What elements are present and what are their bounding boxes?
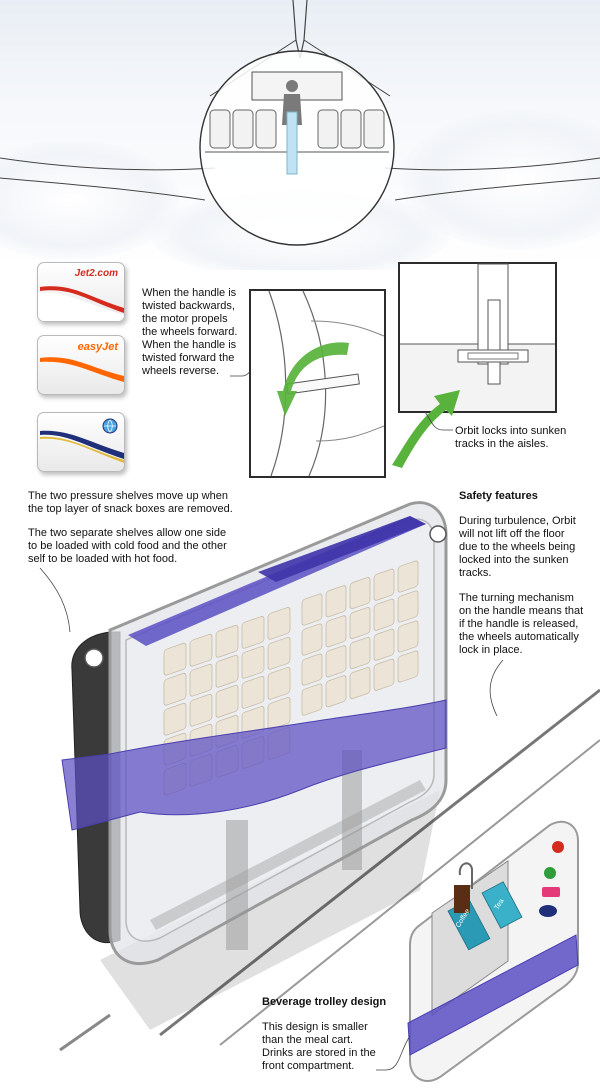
airline-card-third xyxy=(37,412,125,472)
orbit-callout-line xyxy=(424,411,453,431)
track-detail-panel xyxy=(398,262,557,413)
airline-card-jet2: Jet2.com xyxy=(37,262,125,322)
beverage-callout-line xyxy=(376,1035,411,1071)
airplane-cross-section-illustration xyxy=(0,0,600,246)
rotate-arrow-icon xyxy=(277,342,349,416)
pressure-shelves-description: The two pressure shelves move up when th… xyxy=(28,490,233,515)
coca-cola-logo-icon xyxy=(552,841,564,853)
safety-paragraph-turbulence: During turbulence, Orbit will not lift o… xyxy=(459,515,576,579)
meal-cart-illustration xyxy=(59,501,600,1052)
safety-heading: Safety features xyxy=(459,490,538,502)
handle-bar xyxy=(286,373,360,395)
beverage-heading: Beverage trolley design xyxy=(262,996,387,1008)
handle-description: When the handle is twisted backwards, th… xyxy=(142,287,238,377)
nescafe-box xyxy=(454,885,470,913)
jet2-swoosh xyxy=(40,286,124,313)
wheel-detail-panel xyxy=(249,289,386,478)
evian-logo-icon xyxy=(542,887,560,897)
shelves-callout-line xyxy=(39,567,71,633)
beverage-trolley-illustration xyxy=(407,820,579,1082)
orbit-description: Orbit locks into sunken tracks in the ai… xyxy=(455,425,567,450)
beverage-description: This design is smaller than the meal car… xyxy=(262,1021,376,1072)
safety-callout-line xyxy=(489,659,504,717)
fanta-logo-icon xyxy=(539,905,557,917)
safety-paragraph-handle: The turning mechanism on the handle mean… xyxy=(459,592,584,656)
tea-box xyxy=(481,881,523,929)
jet2-logo: Jet2.com xyxy=(74,268,118,279)
easyjet-logo: easyJet xyxy=(77,341,118,353)
navy-swoosh xyxy=(40,430,124,459)
airline-card-easyjet: easyJet xyxy=(37,335,125,395)
separate-shelves-description: The two separate shelves allow one side … xyxy=(28,527,227,565)
lock-arrow-icon xyxy=(392,390,460,468)
easyjet-swoosh xyxy=(40,357,124,382)
7up-logo-icon xyxy=(544,867,556,879)
